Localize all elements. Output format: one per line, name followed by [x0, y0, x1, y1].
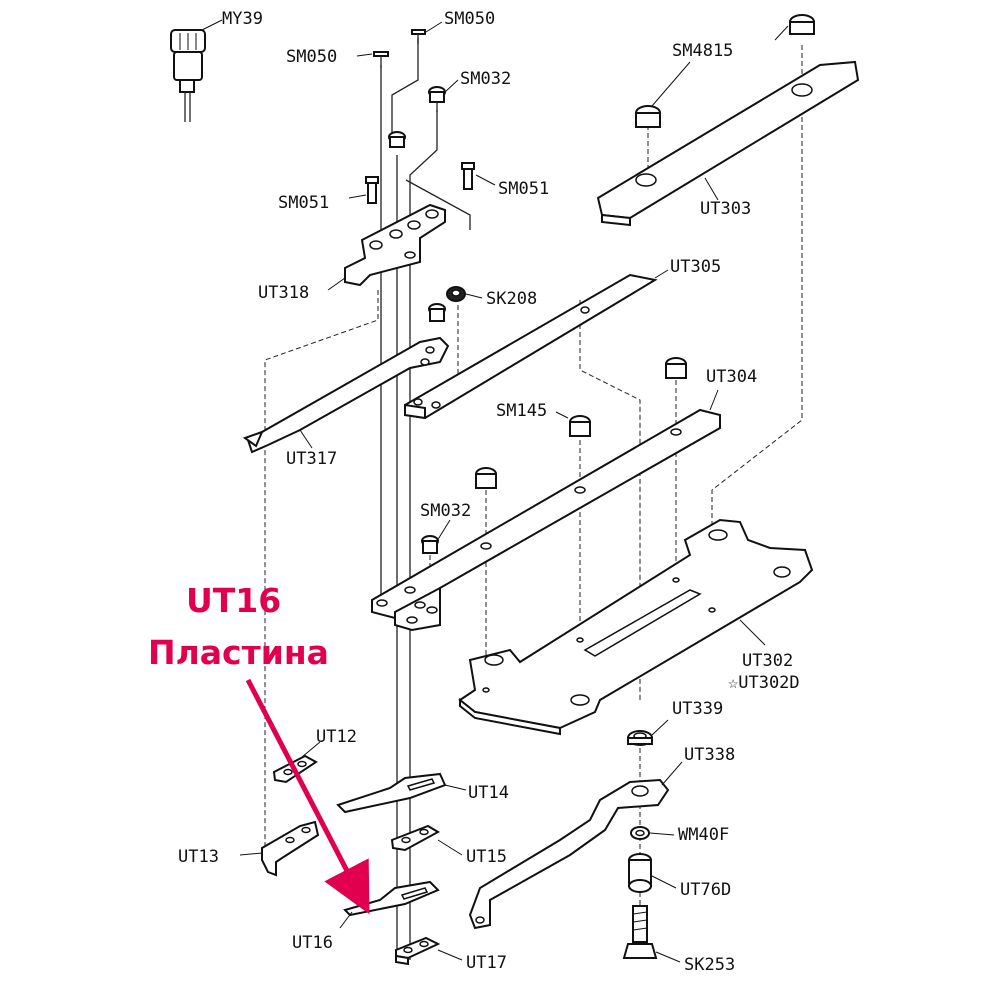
label-ut76d: UT76D: [680, 880, 731, 900]
label-sm051-b: SM051: [498, 179, 549, 199]
washer-wm40f: [630, 826, 675, 840]
screw-sm032-a: [428, 79, 459, 112]
callout-title: UT16: [186, 581, 281, 620]
screw-sm050-a: [356, 51, 389, 68]
bolt-sk253: [622, 905, 681, 963]
label-ut302d: ☆UT302D: [728, 673, 800, 693]
label-sm4815: SM4815: [672, 41, 733, 61]
label-ut317: UT317: [286, 449, 337, 469]
plate-ut15: [390, 824, 463, 856]
screw-sm145: [555, 411, 591, 437]
label-ut338: UT338: [684, 745, 735, 765]
plate-ut317: [242, 336, 450, 454]
bracket-ut318: [327, 203, 446, 291]
label-sm032-b: SM032: [420, 501, 471, 521]
bar-ut305: [404, 269, 669, 420]
bar-ut303: [596, 60, 860, 227]
label-ut304: UT304: [706, 367, 757, 387]
screw-sm051-a: [348, 176, 379, 204]
label-ut14: UT14: [468, 783, 509, 803]
screw-ut304-top: [665, 357, 687, 379]
label-my39: MY39: [222, 9, 263, 29]
screw-sm4815-top: [774, 14, 815, 41]
plate-ut17: [395, 936, 463, 966]
label-wm40f: WM40F: [678, 825, 729, 845]
bar-ut304: [371, 389, 721, 632]
label-sm050-a: SM050: [286, 47, 337, 67]
label-ut302: UT302: [742, 651, 793, 671]
driver-my39: [170, 19, 223, 122]
screw-sm050-b: [411, 21, 443, 44]
label-sk253: SK253: [684, 955, 735, 975]
label-sm032-a: SM032: [460, 69, 511, 89]
label-ut12: UT12: [316, 727, 357, 747]
screw-sm4815-left: [635, 61, 691, 128]
label-ut15: UT15: [466, 847, 507, 867]
label-sk208: SK208: [486, 289, 537, 309]
assembly-guide-lines: [264, 38, 803, 960]
callout-subtitle: Пластина: [148, 633, 329, 672]
screw-sm032-b: [421, 519, 451, 554]
washer-ut339: [627, 719, 669, 746]
screw-sm032-c: [388, 131, 406, 148]
label-sm145: SM145: [496, 401, 547, 421]
callout-arrow: [245, 678, 370, 915]
screw-ut304-mid: [475, 467, 497, 489]
screw-sm032-d: [428, 303, 446, 322]
label-sm051-a: SM051: [278, 193, 329, 213]
arm-ut338: [468, 761, 683, 930]
plate-ut302: [458, 518, 814, 736]
label-ut16: UT16: [292, 933, 333, 953]
spacer-ut76d: [628, 853, 677, 893]
label-sm050-b: SM050: [444, 9, 495, 29]
label-ut305: UT305: [670, 257, 721, 277]
plate-ut14: [336, 772, 467, 814]
label-ut13: UT13: [178, 847, 219, 867]
label-ut17: UT17: [466, 953, 507, 973]
plate-ut13: [239, 820, 320, 877]
label-ut303: UT303: [700, 199, 751, 219]
label-ut339: UT339: [672, 699, 723, 719]
screw-sm051-b: [461, 162, 496, 190]
nut-sk208: [446, 286, 483, 302]
label-ut318: UT318: [258, 283, 309, 303]
